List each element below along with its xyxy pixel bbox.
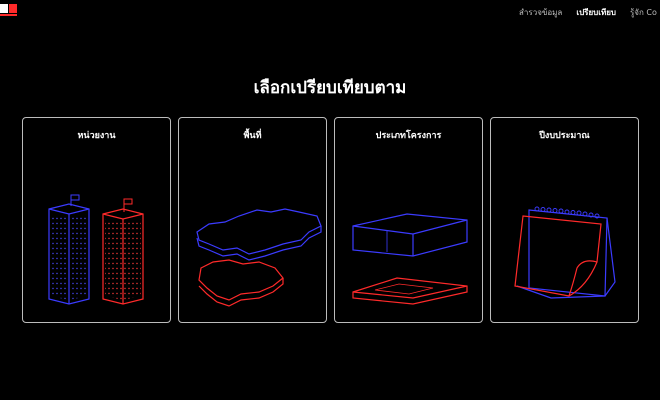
- card-agency[interactable]: หน่วยงาน: [22, 117, 171, 323]
- calendar-icon: [514, 206, 616, 299]
- nav-item-compare[interactable]: เปรียบเทียบ: [576, 8, 616, 17]
- nav-item-about[interactable]: รู้จัก Co: [630, 8, 657, 17]
- page-title: เลือกเปรียบเทียบตาม: [253, 78, 407, 98]
- card-project-type-label: ประเภทโครงการ: [375, 131, 442, 141]
- compare-options: หน่วยงาน พื้นที่: [22, 117, 639, 323]
- card-fiscal-year[interactable]: ปีงบประมาณ: [490, 117, 639, 323]
- card-area[interactable]: พื้นที่: [178, 117, 327, 323]
- logo-icon[interactable]: [0, 2, 18, 18]
- card-project-type[interactable]: ประเภทโครงการ: [334, 117, 483, 323]
- nav-item-explore[interactable]: สำรวจข้อมูล: [519, 8, 563, 17]
- buildings-icon: [48, 194, 144, 305]
- map-layers-icon: [196, 208, 322, 307]
- card-area-label: พื้นที่: [243, 131, 262, 141]
- box-icon: [352, 213, 468, 305]
- card-fiscal-year-label: ปีงบประมาณ: [539, 131, 590, 141]
- card-agency-label: หน่วยงาน: [77, 131, 116, 141]
- top-nav: สำรวจข้อมูล เปรียบเทียบ รู้จัก Co: [519, 6, 660, 19]
